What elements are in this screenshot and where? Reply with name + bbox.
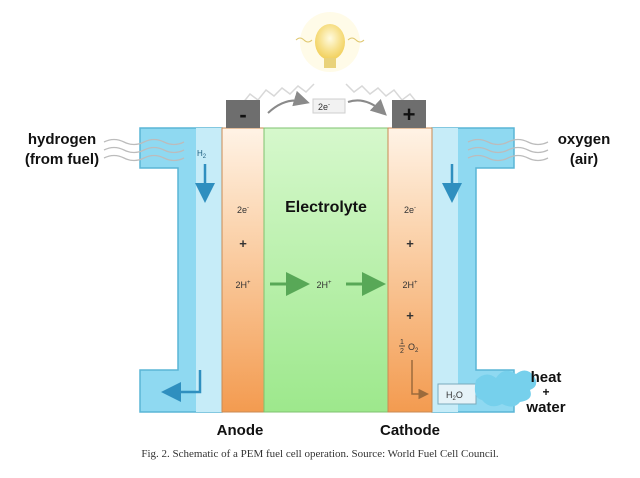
oxygen-channel <box>431 127 515 413</box>
anode-electrode <box>221 127 265 413</box>
figure-caption: Fig. 2. Schematic of a PEM fuel cell ope… <box>141 448 499 460</box>
cathode-plus2-label: + <box>406 308 414 323</box>
anode-protons-label: 2H+ <box>235 280 251 290</box>
terminal-plus-label: + <box>403 102 416 127</box>
anode-terminal <box>226 100 260 128</box>
anode-plus-label: + <box>239 236 247 251</box>
from-fuel-label: (from fuel) <box>25 151 99 168</box>
light-bulb-icon <box>295 12 365 72</box>
h2o-label: H2O <box>446 390 463 402</box>
heat-label: heat <box>531 369 562 386</box>
electrolyte-membrane <box>263 127 389 413</box>
cathode-electrode <box>387 127 433 413</box>
heat-water-splash <box>474 370 537 407</box>
external-circuit <box>241 83 419 116</box>
hydrogen-channel <box>139 127 223 413</box>
cathode-protons-label: 2H+ <box>402 280 418 290</box>
anode-label: Anode <box>217 422 264 439</box>
cathode-terminal <box>392 100 426 128</box>
half-o2-label: 1 2 O2 <box>399 339 419 355</box>
water-label: water <box>525 399 565 416</box>
oxygen-inlet-lines <box>467 138 549 162</box>
cathode-electrons-label: 2e- <box>404 205 416 215</box>
air-label: (air) <box>570 151 598 168</box>
h2-inlet-label: H2 <box>197 149 207 160</box>
cathode-plus1-label: + <box>406 236 414 251</box>
electrons-top-label: 2e- <box>318 102 330 112</box>
hydrogen-inlet-lines <box>103 138 185 162</box>
cathode-label: Cathode <box>380 422 440 439</box>
water-output-arrow <box>411 360 429 400</box>
terminal-minus-label: - <box>239 102 246 127</box>
heat-plus-label: + <box>542 385 549 399</box>
oxygen-label: oxygen <box>558 131 611 148</box>
svg-text:1: 1 <box>400 339 404 346</box>
anode-electrons-label: 2e- <box>237 205 249 215</box>
svg-text:O2: O2 <box>408 342 419 354</box>
svg-text:2: 2 <box>400 348 404 355</box>
electrolyte-label: Electrolyte <box>285 199 367 216</box>
hydrogen-label: hydrogen <box>28 131 96 148</box>
hydrogen-exhaust-arrow <box>161 370 202 402</box>
proton-transit-label: 2H+ <box>316 280 332 290</box>
